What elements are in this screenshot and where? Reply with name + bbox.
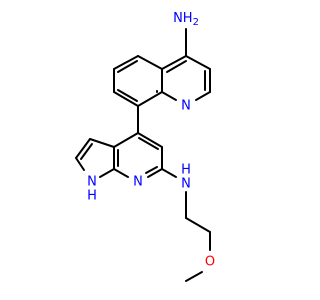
bond: [145, 166, 158, 174]
bond: [113, 91, 139, 107]
bonds: [75, 28, 211, 282]
ether-o-label: O: [205, 255, 215, 270]
bond: [89, 138, 115, 148]
bond: [161, 55, 187, 70]
bond: [161, 91, 177, 101]
amino-h-label: H: [181, 163, 191, 178]
bond: [185, 271, 203, 282]
atom-labels: NH2 N N N H H N O: [87, 11, 215, 270]
bond: [195, 91, 211, 101]
bond: [75, 138, 91, 159]
quinoline-n-label: N: [181, 99, 191, 114]
pyrrole-n-label: N: [87, 175, 97, 190]
bond: [99, 168, 115, 178]
amine-nh2-label: NH2: [173, 11, 199, 28]
amine-nh2-subscript: 2: [193, 17, 199, 28]
bond: [80, 143, 93, 160]
pyridine-n-label: N: [133, 175, 143, 190]
bond: [185, 55, 211, 70]
bond: [137, 55, 163, 70]
bond: [113, 132, 139, 148]
amino-n-label: N: [181, 177, 191, 192]
bond: [166, 60, 187, 73]
bond: [117, 89, 138, 102]
bond: [161, 168, 177, 178]
bond: [113, 168, 129, 178]
pyrrole-h-label: H: [87, 189, 97, 204]
bond: [137, 91, 163, 107]
bond: [117, 60, 138, 73]
bond: [75, 157, 85, 171]
bond: [147, 168, 163, 178]
bond: [185, 217, 211, 233]
molecule-structure: NH2 N N N H H N O: [75, 11, 215, 282]
bond: [137, 132, 163, 148]
bond: [138, 137, 159, 150]
bond: [113, 55, 139, 70]
